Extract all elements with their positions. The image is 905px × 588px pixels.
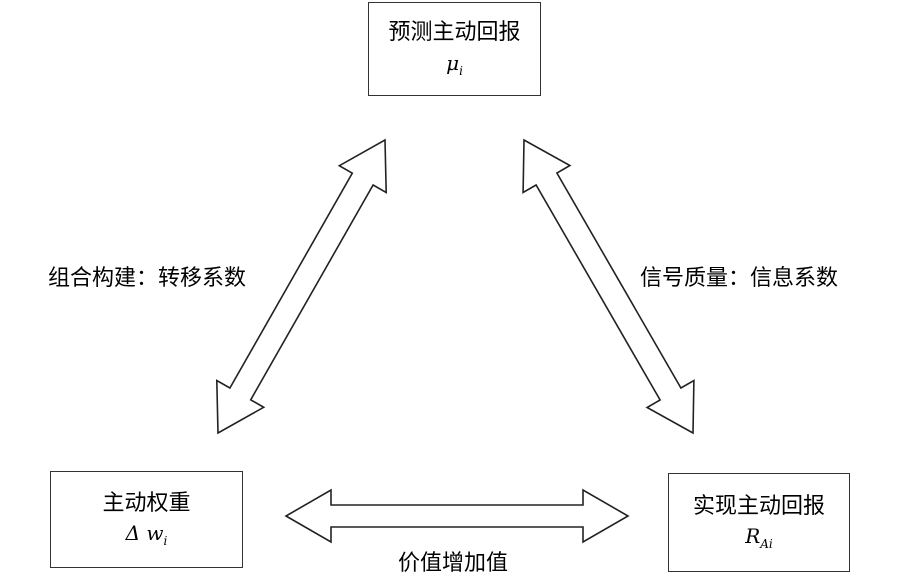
node-symbol: RAi (745, 524, 773, 552)
double-arrow-bottom (284, 488, 630, 544)
node-realized-active-return: 实现主动回报 RAi (668, 473, 850, 572)
node-title: 主动权重 (102, 490, 191, 516)
node-symbol: μi (446, 50, 463, 78)
double-arrow-right (522, 138, 695, 435)
edge-label-transfer-coefficient: 组合构建：转移系数 (48, 266, 247, 291)
node-forecast-active-return: 预测主动回报 μi (368, 2, 541, 96)
edge-label-information-coefficient: 信号质量：信息系数 (640, 266, 839, 291)
node-title: 实现主动回报 (692, 493, 825, 519)
node-symbol: Δ wi (125, 521, 168, 549)
node-active-weight: 主动权重 Δ wi (50, 471, 243, 568)
edge-label-value-added: 价值增加值 (398, 551, 509, 576)
node-title: 预测主动回报 (388, 20, 521, 46)
double-arrow-left (215, 138, 388, 435)
